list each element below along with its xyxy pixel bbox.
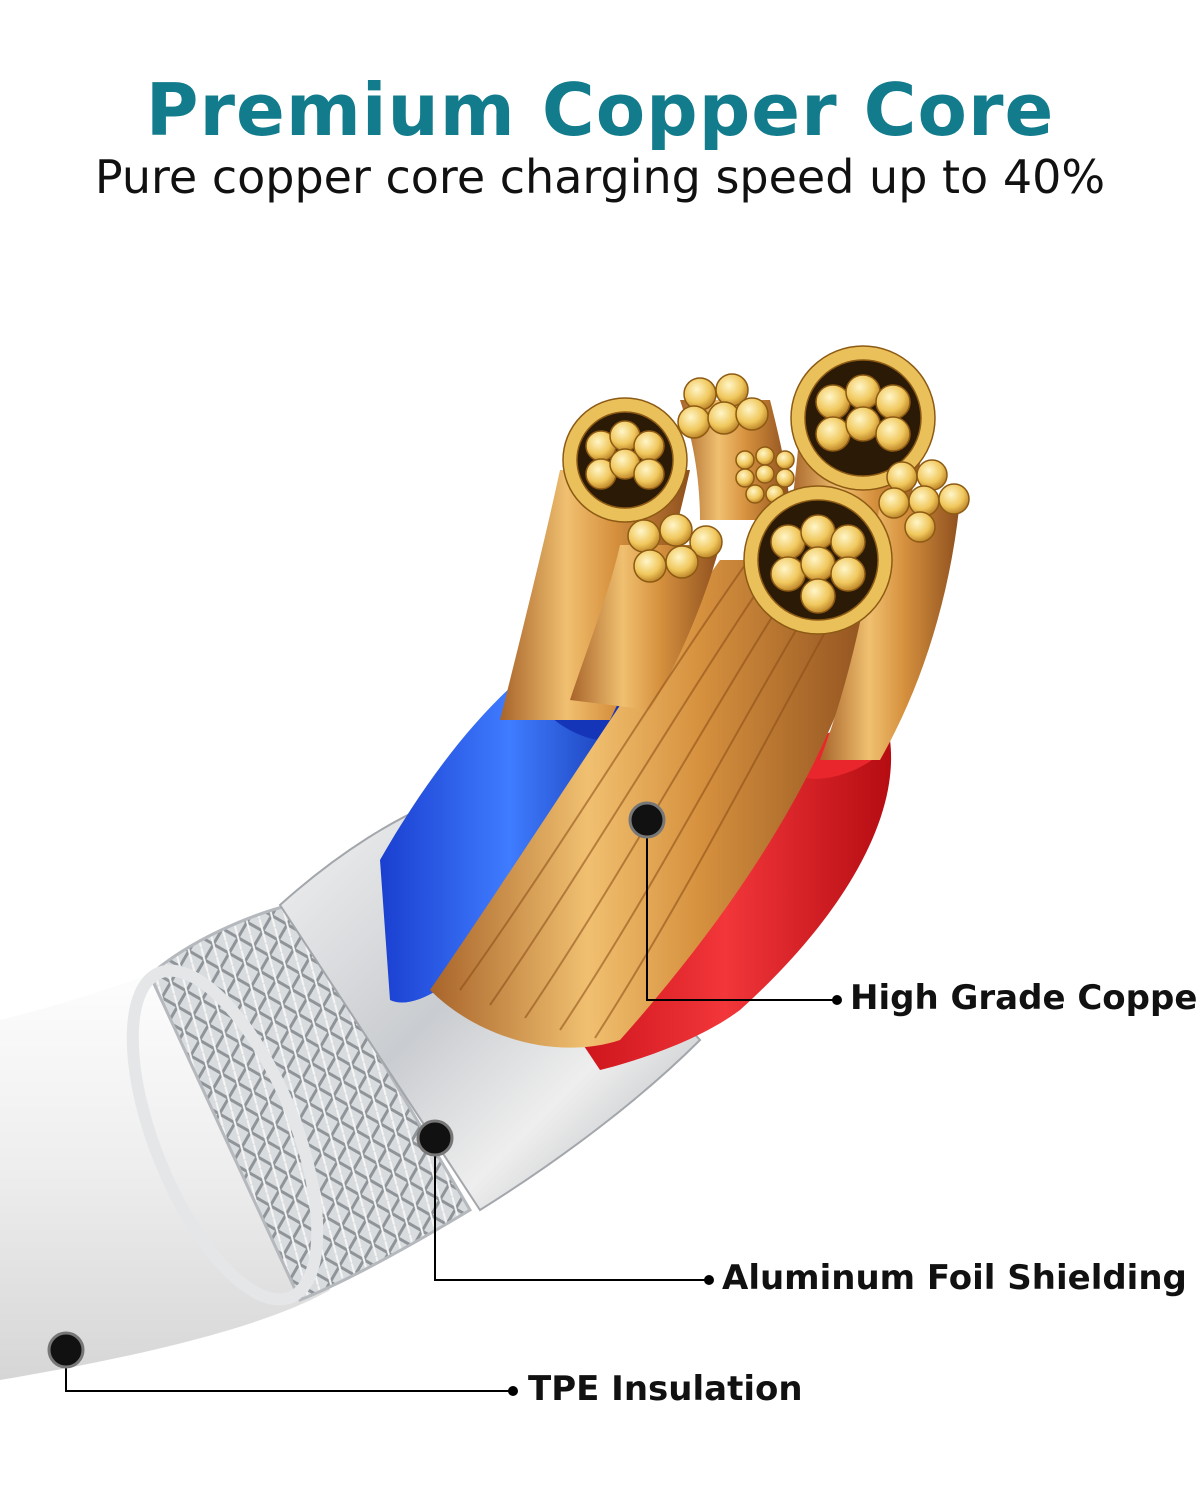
label-high-grade-copper: High Grade Copper	[850, 978, 1200, 1018]
strand-ends	[562, 345, 970, 635]
callout-foil	[434, 1138, 708, 1281]
callout-tpe	[65, 1350, 512, 1392]
copper-marker-dot	[628, 801, 666, 839]
blue-wire	[380, 670, 640, 1003]
braid-end-ring	[126, 964, 324, 1306]
tpe-marker-dot	[47, 1331, 85, 1369]
copper-arrow-dot	[832, 995, 842, 1005]
tpe-arrow-dot	[508, 1386, 518, 1396]
page-subtitle: Pure copper core charging speed up to 40…	[94, 150, 1106, 204]
page-title: Premium Copper Core	[145, 68, 1055, 152]
label-aluminum-foil-shielding: Aluminum Foil Shielding	[722, 1258, 1187, 1298]
foil-arrow-dot	[704, 1275, 714, 1285]
copper-bundle-front-left	[570, 545, 720, 710]
foil-marker-dot	[416, 1119, 454, 1157]
copper-bundle-right	[820, 500, 960, 760]
label-tpe-insulation: TPE Insulation	[528, 1369, 803, 1409]
callout-copper	[646, 820, 836, 1001]
